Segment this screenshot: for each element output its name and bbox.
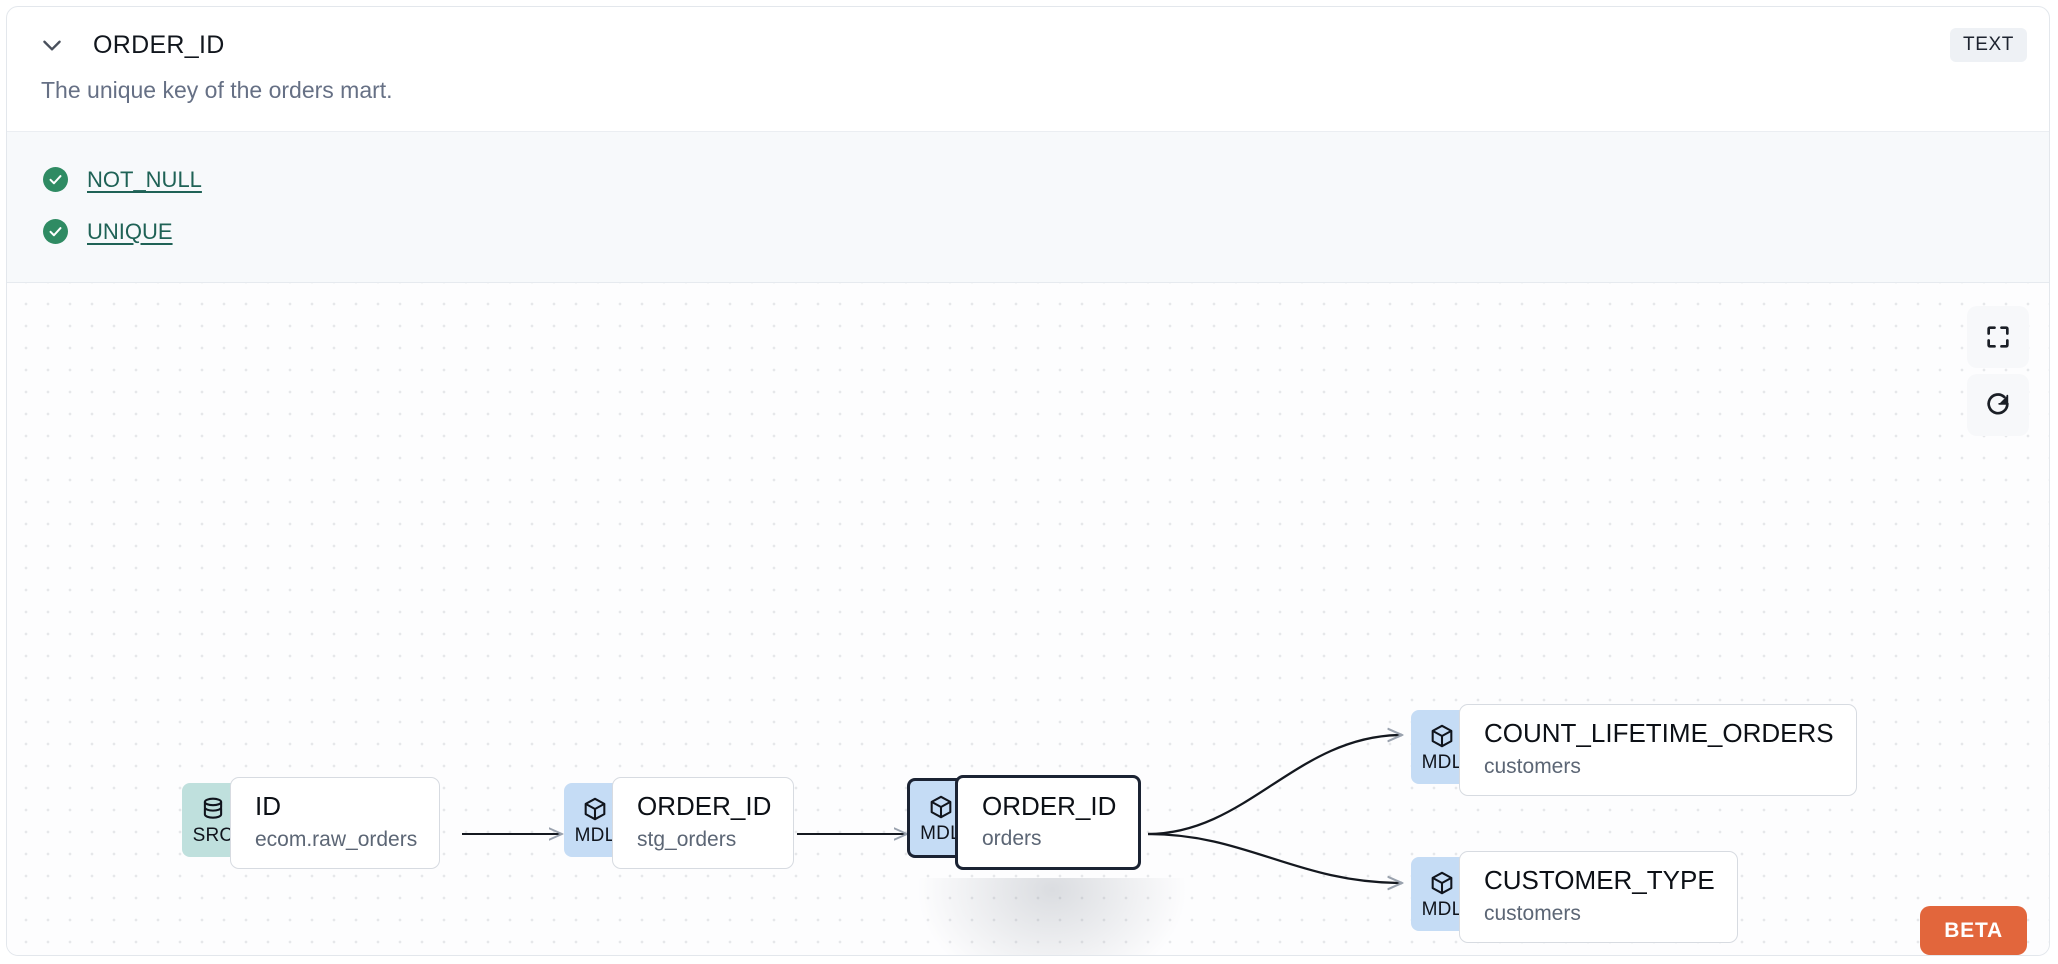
node-subtitle: customers <box>1484 754 1581 778</box>
node-subtitle: orders <box>982 827 1042 851</box>
database-icon <box>203 797 223 819</box>
node-body: ID ecom.raw_orders <box>230 776 441 869</box>
card-header: ORDER_ID TEXT <box>7 7 2049 83</box>
refresh-icon <box>1987 392 2009 415</box>
node-subtitle: customers <box>1484 901 1581 925</box>
column-description: The unique key of the orders mart. <box>41 77 393 103</box>
column-detail-card: ORDER_ID TEXT The unique key of the orde… <box>6 6 2050 956</box>
cube-icon <box>930 795 951 819</box>
chevron-down-icon[interactable] <box>37 30 67 60</box>
tests-section: NOT_NULL UNIQUE <box>7 130 2049 283</box>
node-body: CUSTOMER_TYPE customers <box>1459 850 1738 943</box>
cube-icon <box>584 797 606 821</box>
cube-icon <box>1431 724 1453 748</box>
node-badge-label: SRC <box>192 825 234 847</box>
column-type-badge: TEXT <box>1950 28 2027 62</box>
cube-icon <box>1431 871 1453 895</box>
page-title: ORDER_ID <box>93 30 225 59</box>
node-name: ORDER_ID <box>637 791 772 822</box>
node-name: CUSTOMER_TYPE <box>1484 865 1715 896</box>
fullscreen-icon <box>1987 325 2009 348</box>
check-circle-icon <box>43 219 68 245</box>
lineage-node-customer-type[interactable]: MDL CUSTOMER_TYPE customers <box>1411 850 1738 943</box>
test-link-unique[interactable]: UNIQUE <box>87 218 173 244</box>
node-badge-label: MDL <box>920 823 961 845</box>
canvas-controls <box>1967 305 2029 436</box>
node-name: COUNT_LIFETIME_ORDERS <box>1484 718 1834 749</box>
check-circle-icon <box>43 167 68 193</box>
node-subtitle: ecom.raw_orders <box>255 827 418 851</box>
beta-badge[interactable]: BETA <box>1920 905 2027 955</box>
lineage-edges <box>462 283 2049 956</box>
lineage-node-orders-selected[interactable]: MDL ORDER_ID orders <box>907 774 1142 870</box>
fullscreen-button[interactable] <box>1967 305 2029 368</box>
test-row: NOT_NULL <box>7 154 2049 206</box>
node-body: ORDER_ID orders <box>955 774 1142 870</box>
test-row: UNIQUE <box>7 206 2049 258</box>
node-badge-label: MDL <box>1421 752 1463 774</box>
node-body: ORDER_ID stg_orders <box>612 776 795 869</box>
node-name: ID <box>255 791 281 822</box>
node-badge-label: MDL <box>1421 899 1463 921</box>
lineage-node-count-lifetime-orders[interactable]: MDL COUNT_LIFETIME_ORDERS customers <box>1411 703 1857 796</box>
lineage-node-stg-orders[interactable]: MDL ORDER_ID stg_orders <box>564 776 795 869</box>
refresh-button[interactable] <box>1967 373 2029 436</box>
lineage-canvas[interactable]: SRC ID ecom.raw_orders MDL ORDER_ID stg_… <box>7 282 2049 956</box>
node-subtitle: stg_orders <box>637 827 737 851</box>
node-badge-label: MDL <box>574 825 616 847</box>
lineage-node-src-id[interactable]: SRC ID ecom.raw_orders <box>182 776 441 869</box>
test-link-not-null[interactable]: NOT_NULL <box>87 166 202 192</box>
node-name: ORDER_ID <box>982 790 1117 821</box>
node-body: COUNT_LIFETIME_ORDERS customers <box>1459 703 1857 796</box>
